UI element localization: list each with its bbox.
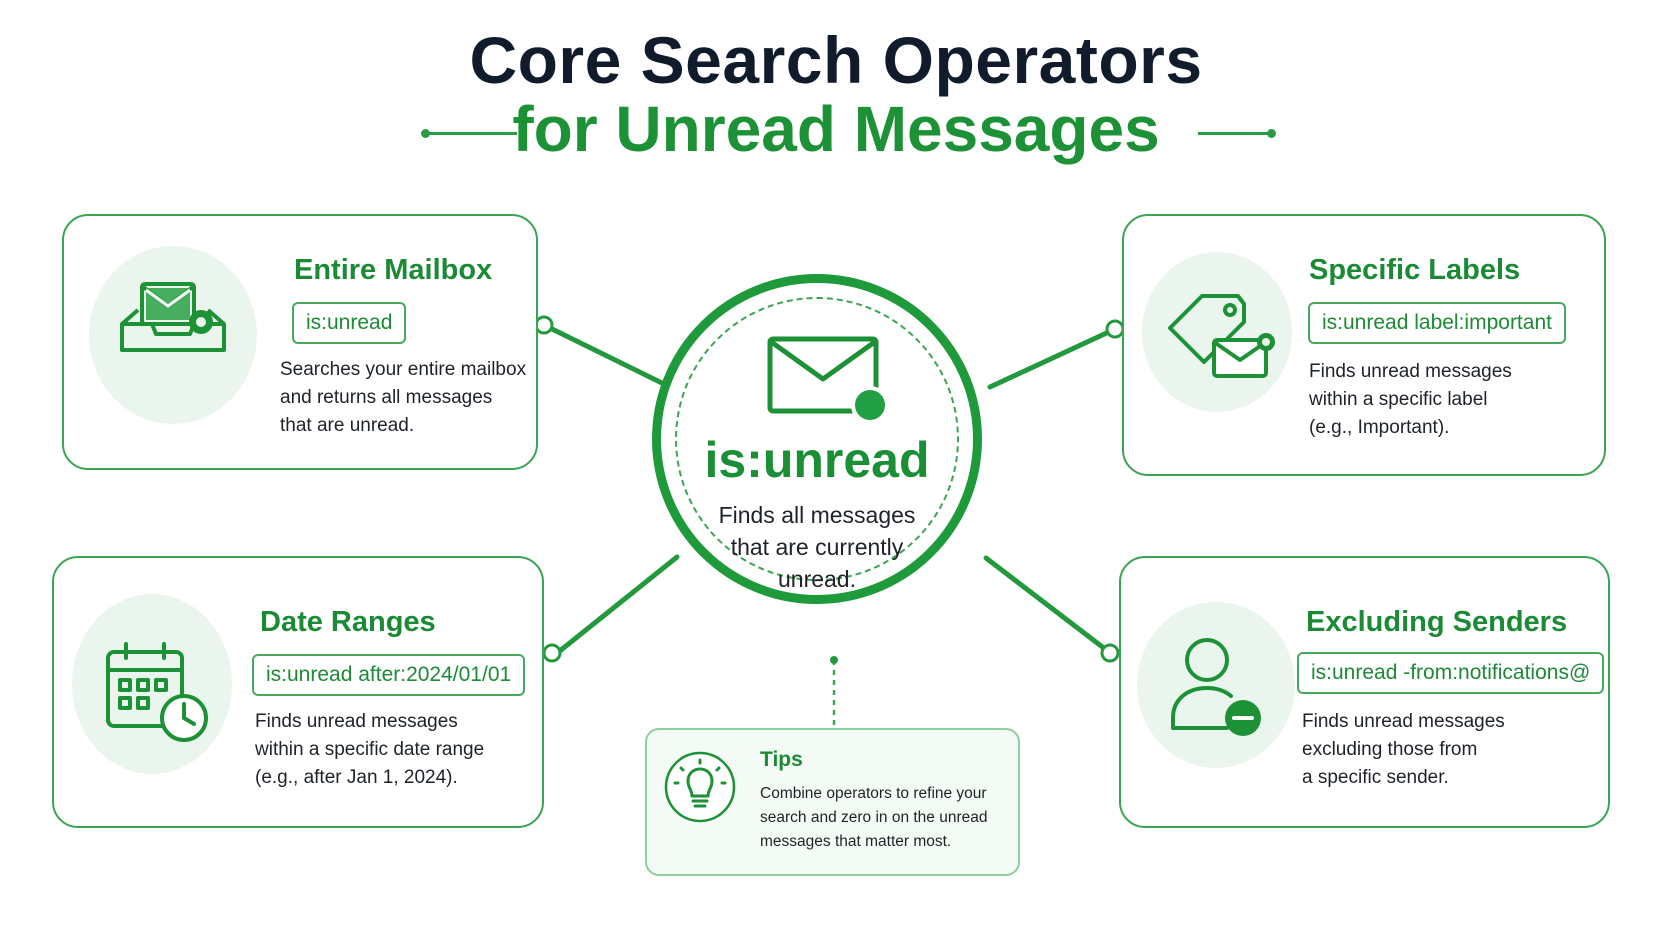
card-entire-mailbox-halo <box>89 246 257 424</box>
desc-line: excluding those from <box>1302 739 1478 760</box>
center-node: is:unread Finds all messages that are cu… <box>652 274 982 604</box>
desc-line: within a specific date range <box>255 739 485 760</box>
desc-line: within a specific label <box>1309 389 1488 410</box>
desc-line: (e.g., Important). <box>1309 417 1450 438</box>
desc-line: Finds unread messages <box>1302 711 1505 732</box>
desc-line: Finds unread messages <box>255 711 458 732</box>
card-specific-labels: Specific Labels is:unread label:importan… <box>1122 214 1606 476</box>
lightbulb-icon <box>664 751 736 823</box>
user-minus-icon <box>1171 638 1261 736</box>
card-entire-mailbox-description: Searches your entire mailbox and returns… <box>280 356 526 440</box>
desc-line: that are unread. <box>280 415 415 436</box>
card-excluding-senders-operator: is:unread -from:notifications@ <box>1297 652 1605 694</box>
title-deco-dot-right <box>1267 129 1276 138</box>
inbox-mail-icon <box>120 282 226 352</box>
desc-line: search and zero in on the unread <box>760 809 988 826</box>
card-date-ranges-description: Finds unread messages within a specific … <box>255 708 484 792</box>
center-node-dashed-ring <box>675 297 959 581</box>
card-specific-labels-operator: is:unread label:important <box>1308 302 1566 344</box>
desc-line: and returns all messages <box>280 387 493 408</box>
calendar-clock-icon <box>106 642 208 742</box>
desc-line: Finds all messages <box>718 502 916 528</box>
tips-description: Combine operators to refine your search … <box>760 782 988 854</box>
desc-line: (e.g., after Jan 1, 2024). <box>255 767 458 788</box>
label-tag-icon <box>1168 294 1275 378</box>
card-entire-mailbox-operator: is:unread <box>292 302 407 344</box>
title-deco-line-right <box>1198 132 1274 135</box>
card-date-ranges: Date Ranges is:unread after:2024/01/01 F… <box>52 556 544 828</box>
envelope-dot-icon <box>767 336 888 423</box>
desc-line: Finds unread messages <box>1309 361 1512 382</box>
title-line-2: for Unread Messages <box>512 93 1160 165</box>
tips-box: Tips Combine operators to refine your se… <box>645 728 1020 876</box>
card-excluding-senders-title: Excluding Senders <box>1306 606 1568 638</box>
desc-line: a specific sender. <box>1302 767 1449 788</box>
card-specific-labels-title: Specific Labels <box>1309 254 1521 286</box>
desc-line: messages that matter most. <box>760 833 952 850</box>
center-description: Finds all messages that are currently un… <box>661 499 973 595</box>
card-excluding-senders: Excluding Senders is:unread -from:notifi… <box>1119 556 1610 828</box>
desc-line: Combine operators to refine your <box>760 785 987 802</box>
center-operator: is:unread <box>704 432 930 488</box>
card-excluding-senders-description: Finds unread messages excluding those fr… <box>1302 708 1505 792</box>
title-deco-line-left <box>425 132 517 135</box>
title-line-1: Core Search Operators <box>469 23 1203 97</box>
card-date-ranges-operator: is:unread after:2024/01/01 <box>252 654 526 696</box>
card-specific-labels-description: Finds unread messages within a specific … <box>1309 358 1512 442</box>
card-entire-mailbox-title: Entire Mailbox <box>294 254 493 286</box>
card-specific-labels-halo <box>1142 252 1292 412</box>
card-date-ranges-halo <box>72 594 232 774</box>
card-date-ranges-title: Date Ranges <box>260 606 436 638</box>
tips-title: Tips <box>760 748 803 771</box>
desc-line: unread. <box>777 566 856 592</box>
card-entire-mailbox: Entire Mailbox is:unread Searches your e… <box>62 214 538 470</box>
desc-line: that are currently <box>730 534 904 560</box>
card-excluding-senders-halo <box>1137 602 1295 768</box>
desc-line: Searches your entire mailbox <box>280 359 527 380</box>
